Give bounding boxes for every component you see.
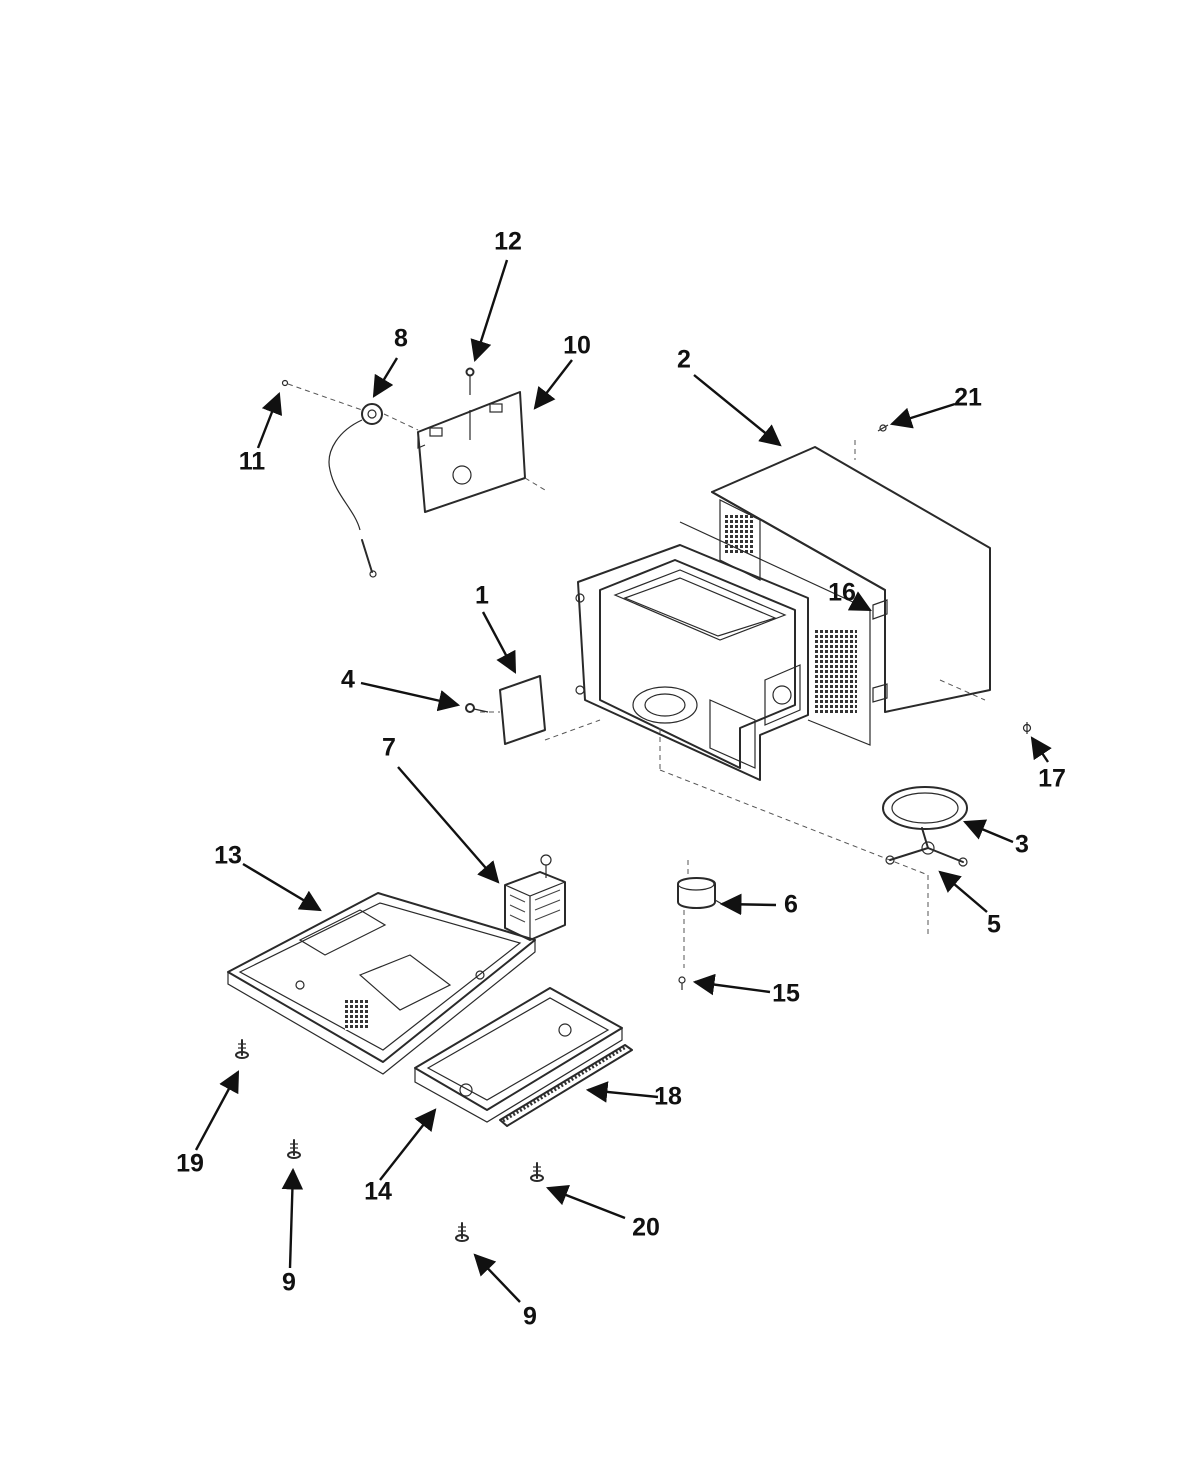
callout-12: 12 [494, 228, 522, 256]
callout-18: 18 [654, 1083, 682, 1111]
turntable-motor-part [677, 860, 723, 968]
grille-strip-part [499, 1044, 633, 1127]
callout-15: 15 [772, 980, 800, 1008]
cavity-chassis-part [575, 521, 929, 935]
callout-20: 20 [632, 1214, 660, 1242]
screw-4-part [465, 703, 489, 713]
screw-15-part [678, 976, 686, 990]
screw-17-part [1022, 722, 1032, 734]
callout-2: 2 [677, 346, 691, 374]
leader-arrows [194, 259, 1052, 1303]
callout-14: 14 [364, 1178, 392, 1206]
screw-21-part [877, 424, 889, 432]
callout-9a: 9 [282, 1269, 296, 1297]
screw-11-part [281, 379, 289, 387]
waveguide-cover-part [480, 675, 601, 745]
screw-12-part [465, 367, 475, 395]
callout-7: 7 [382, 734, 396, 762]
callout-16: 16 [828, 579, 856, 607]
front-base-tray-part [414, 987, 623, 1123]
callout-8: 8 [394, 325, 408, 353]
callout-3: 3 [1015, 831, 1029, 859]
screw-20-part [530, 1162, 544, 1182]
bracket-part [417, 391, 546, 513]
callout-21: 21 [954, 384, 982, 412]
callout-1: 1 [475, 582, 489, 610]
thermal-cutout-part [287, 383, 419, 578]
callout-13: 13 [214, 842, 242, 870]
callout-4: 4 [341, 666, 355, 694]
screw-9a-part [287, 1139, 301, 1159]
glass-tray-part [882, 786, 968, 830]
screw-9b-part [455, 1222, 469, 1242]
callout-11: 11 [239, 448, 266, 476]
callout-19: 19 [176, 1150, 204, 1178]
roller-support-part [885, 827, 968, 867]
callout-17: 17 [1038, 765, 1066, 793]
callout-5: 5 [987, 911, 1001, 939]
callout-6: 6 [784, 891, 798, 919]
callout-9b: 9 [523, 1303, 537, 1331]
transformer-part [504, 854, 566, 941]
outer-cabinet-part [711, 440, 991, 713]
base-plate-part [227, 892, 536, 1075]
screw-19-part [235, 1039, 249, 1059]
callout-10: 10 [563, 332, 591, 360]
